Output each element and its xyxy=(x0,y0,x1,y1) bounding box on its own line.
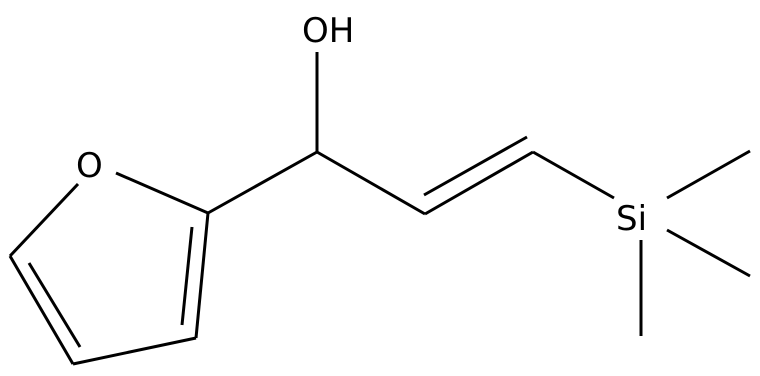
bond-vinyl-double-inner xyxy=(423,135,528,197)
bond-c2-carbinol xyxy=(207,150,318,215)
bond-vinyl-si xyxy=(532,150,615,200)
bond-o-c2 xyxy=(115,171,209,215)
bond-c4-c3 xyxy=(72,336,197,366)
bond-o-c5 xyxy=(8,182,80,258)
hydroxyl-label: OH xyxy=(302,11,354,51)
bond-c3-c2-inner xyxy=(180,226,194,326)
bond-si-methyl-top xyxy=(666,149,751,200)
bond-c3-c2 xyxy=(194,212,210,339)
silicon-label: Si xyxy=(616,199,647,239)
bond-carbinol-vinyl xyxy=(316,150,426,216)
bond-si-methyl-right xyxy=(666,228,751,278)
bond-c5-c4 xyxy=(8,255,75,365)
ring-oxygen-label: O xyxy=(76,146,103,186)
bond-c5-c4-inner xyxy=(27,262,82,348)
bond-vinyl-double xyxy=(424,150,534,216)
